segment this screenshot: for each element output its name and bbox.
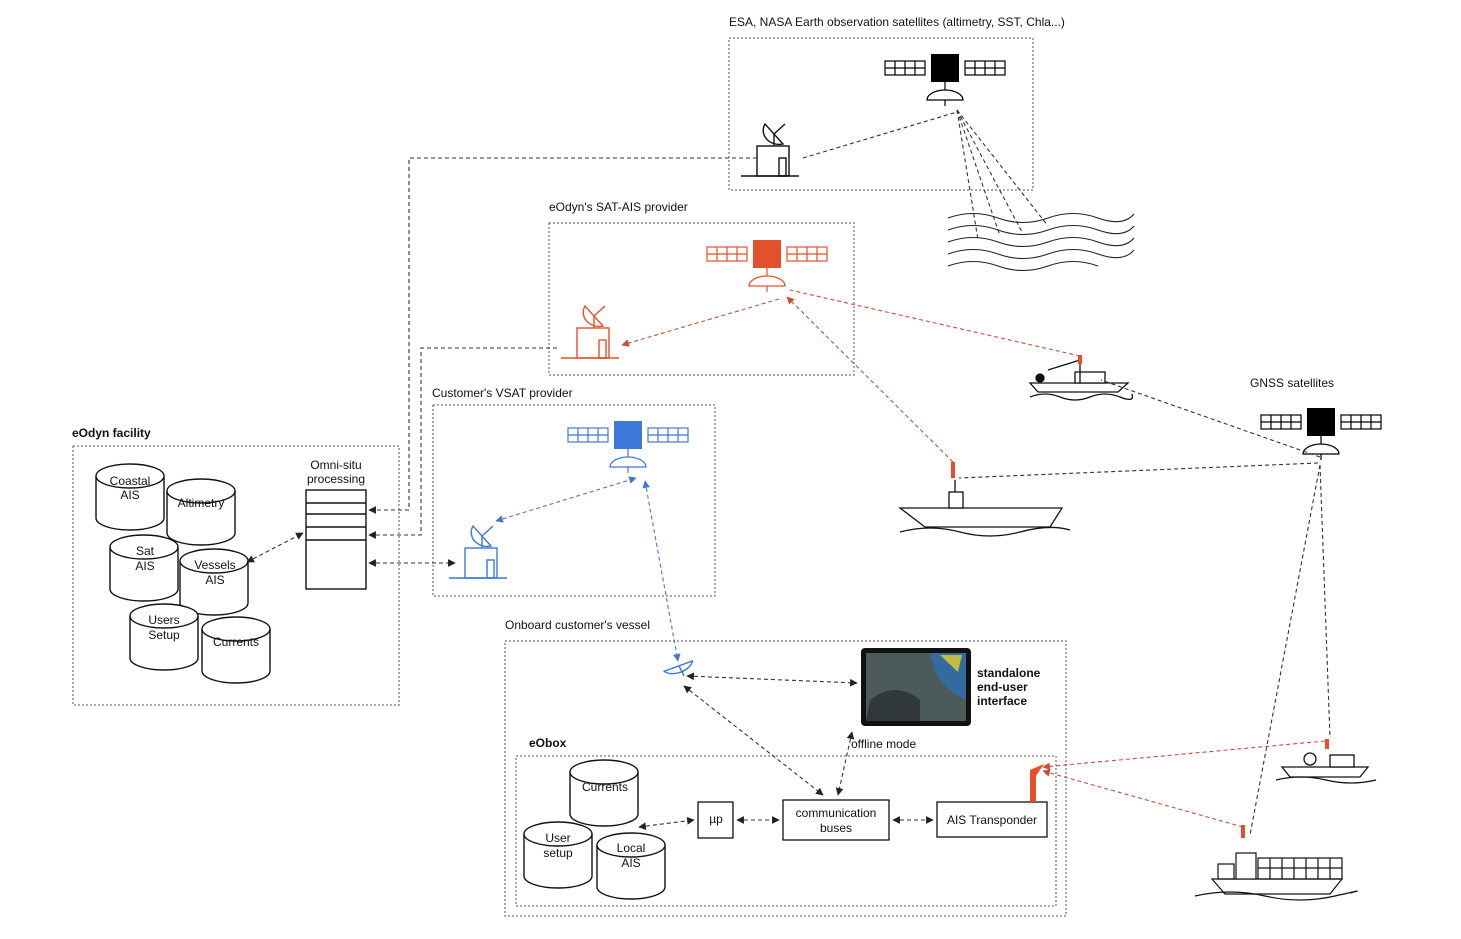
ais-antenna-icon [1325, 739, 1329, 749]
omni-label-2: processing [307, 472, 365, 486]
server-rack-icon [305, 489, 367, 590]
ground-station-icon [448, 525, 508, 579]
db-sat-ais-label-1: Sat [136, 544, 155, 558]
fishing-boat-icon [1028, 358, 1134, 401]
omni-label-1: Omni-situ [310, 458, 361, 472]
tablet-comm-arrow [835, 731, 855, 796]
facility-label: eOdyn facility [72, 426, 151, 440]
container-ship-icon [1194, 852, 1358, 901]
ais-transponder-label: AIS Transponder [947, 813, 1037, 827]
sat-ais-to-processing-arrow [368, 347, 557, 539]
db-processing-arrow [246, 532, 304, 563]
observation-beams [956, 109, 1049, 241]
sat-ais-provider-label: eOdyn's SAT-AIS provider [549, 200, 688, 214]
microprocessor-label: µp [709, 812, 723, 826]
dish-tablet-arrow [686, 672, 858, 687]
esa-nasa-box [728, 37, 1034, 191]
esa-downlink-line [802, 111, 958, 159]
facility-box [72, 445, 400, 706]
db-coastal-label-2: AIS [120, 488, 139, 502]
ship-icon [898, 480, 1071, 537]
db-sat-ais-label-2: AIS [135, 559, 154, 573]
satellite-icon [706, 239, 828, 293]
standalone-label-1: standalone [977, 666, 1041, 680]
container-ship-ais-arrow [1042, 769, 1244, 828]
vsat-provider-box [432, 404, 716, 597]
ais-transponder-box [936, 801, 1048, 838]
esa-nasa-label: ESA, NASA Earth observation satellites (… [729, 15, 1065, 29]
vsat-ground-link-arrow [495, 476, 637, 523]
gnss-to-container-ship-line [1249, 464, 1321, 836]
gnss-to-fishing-line [1100, 379, 1321, 458]
gnss-to-small-boat-line [1319, 464, 1331, 739]
db-currents-label: Currents [213, 635, 259, 649]
satellite-icon [567, 420, 689, 474]
db-microprocessor-arrow [638, 817, 695, 830]
ground-station-icon [740, 123, 800, 177]
satellite-icon [884, 53, 1006, 107]
offline-mode-label: offline mode [851, 737, 916, 751]
onboard-box [504, 640, 1067, 917]
db-coastal-label-1: Coastal [110, 474, 151, 488]
ground-station-icon [560, 305, 620, 359]
communication-buses-label-1: communication [796, 806, 877, 820]
vsat-vessel-link-arrow [642, 480, 681, 662]
vsat-provider-label: Customer's VSAT provider [432, 386, 573, 400]
database-icon [201, 616, 271, 684]
ais-antenna-icon [951, 462, 955, 478]
dish-antenna-icon [662, 659, 694, 677]
eobox-db-local-ais-label-1: Local [617, 841, 646, 855]
db-altimetry-label: Altimetry [178, 496, 225, 510]
gnss-to-ship-line [958, 462, 1319, 479]
sat-ais-provider-box [548, 222, 855, 376]
satellite-icon [1260, 407, 1382, 461]
db-users-setup-label-2: Setup [148, 628, 180, 642]
onboard-label: Onboard customer's vessel [505, 618, 650, 632]
fishing-boat-icon [1275, 752, 1377, 784]
db-vessels-ais-label-1: Vessels [194, 558, 235, 572]
db-users-setup-label-1: Users [148, 613, 179, 627]
eobox-db-user-setup-label-2: setup [543, 846, 573, 860]
dish-comm-arrow [683, 685, 824, 796]
eobox-db-user-setup-label-1: User [545, 831, 570, 845]
ais-antenna-icon [1030, 764, 1044, 802]
standalone-label-3: interface [977, 694, 1027, 708]
tablet-icon [861, 648, 971, 726]
ais-antenna-icon [1078, 355, 1082, 364]
eobox-label: eObox [529, 736, 567, 750]
eobox-db-currents-label: Currents [582, 780, 628, 794]
gnss-label: GNSS satellites [1250, 376, 1334, 390]
communication-buses-box [782, 799, 890, 841]
communication-buses-label-2: buses [820, 821, 852, 835]
standalone-label-2: end-user [977, 680, 1028, 694]
small-boat-ais-arrow [1042, 740, 1326, 771]
microprocessor-box [697, 801, 734, 839]
ais-antenna-icon [1241, 825, 1245, 838]
db-vessels-ais-label-2: AIS [205, 573, 224, 587]
sat-ais-downlink-arrow [621, 298, 780, 347]
ocean-waves-icon [947, 212, 1135, 272]
fishing-to-sat-ais-arrow [789, 289, 1081, 357]
database-icon [166, 478, 236, 546]
eobox-db-local-ais-label-2: AIS [621, 856, 640, 870]
